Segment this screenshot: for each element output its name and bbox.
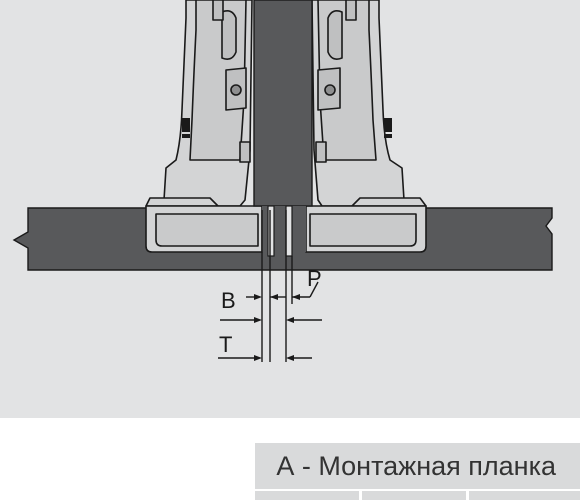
mounting-plate [145, 205, 427, 253]
dimension-lines [218, 210, 322, 362]
table-cell [469, 491, 580, 500]
hinge-technical-drawing: B P T [0, 0, 580, 418]
dimension-label-t: T [219, 332, 232, 357]
door-panel [253, 0, 313, 257]
table-cell [255, 491, 359, 500]
right-hinge-body [311, 0, 427, 207]
dimension-label-b: B [221, 288, 236, 313]
left-hinge-body [145, 0, 253, 207]
table-header-mounting-plate: А - Монтажная планка [255, 443, 580, 489]
table-cell [362, 491, 466, 500]
table-header-label: А - Монтажная планка [276, 450, 556, 481]
hinge-cross-section-diagram: B P T [12, 0, 553, 362]
dimension-label-p: P [307, 266, 322, 291]
dimension-table: А - Монтажная планка [0, 418, 580, 500]
